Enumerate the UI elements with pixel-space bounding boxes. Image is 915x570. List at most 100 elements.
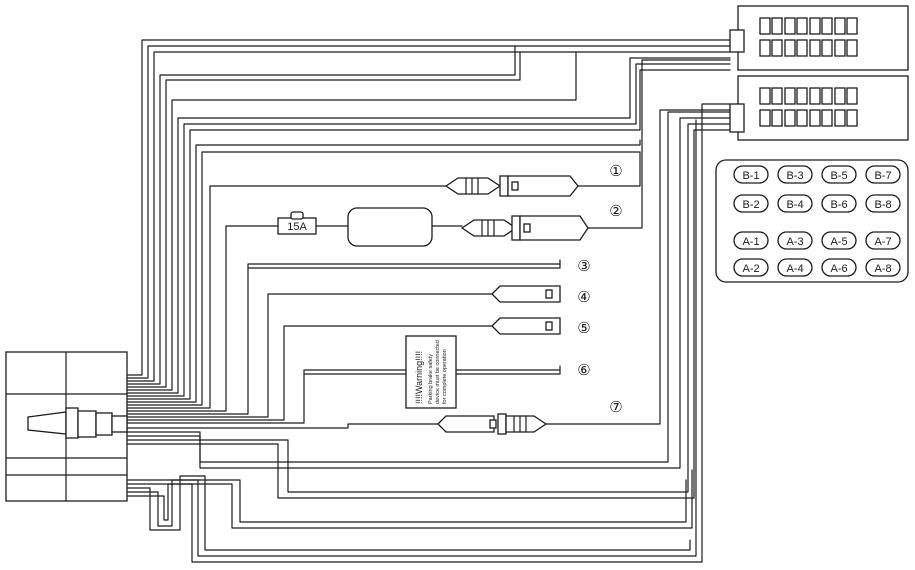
wire <box>127 103 731 563</box>
wire <box>127 119 697 557</box>
wire <box>127 151 641 406</box>
wire <box>127 45 731 379</box>
pin-badge: B-1 <box>733 165 769 184</box>
pin-badge: B-4 <box>777 194 813 213</box>
lead-number-1: ① <box>609 163 622 180</box>
pin-label: B-3 <box>786 170 803 182</box>
pin-label: A-4 <box>786 263 803 275</box>
wire <box>127 369 561 424</box>
pin-label: A-5 <box>830 236 847 248</box>
iso-connector-a <box>729 75 909 141</box>
wire <box>127 293 493 418</box>
pin-badge: A-8 <box>865 258 901 277</box>
iso-connector-b <box>729 5 909 71</box>
wire <box>577 151 641 187</box>
pin-badge: B-7 <box>865 165 901 184</box>
wire <box>127 123 731 493</box>
wire <box>127 117 731 469</box>
spade-terminal <box>491 317 561 335</box>
wire <box>127 111 731 463</box>
wire <box>127 479 687 523</box>
pin-label: A-2 <box>742 263 759 275</box>
lead-number-4: ④ <box>577 289 590 306</box>
pin-badge: B-6 <box>821 194 857 213</box>
warning-label-tag <box>405 335 457 409</box>
wire <box>127 469 693 529</box>
pin-legend: B-1 B-3 B-5 B-7 B-2 B-4 B-6 B-8 A-1 A-3 <box>715 159 909 283</box>
connector-tab <box>729 103 745 133</box>
wire <box>127 51 731 382</box>
wire <box>545 109 731 425</box>
pin-label: B-5 <box>830 170 847 182</box>
connector-pins <box>759 87 858 127</box>
pin-label: A-7 <box>874 236 891 248</box>
bullet-connector <box>437 413 548 435</box>
fuse-rating: 15A <box>287 221 307 233</box>
wire <box>127 475 691 551</box>
fuse-case <box>347 207 433 247</box>
lead-number-3: ③ <box>577 258 590 275</box>
pin-badge: A-1 <box>733 231 769 250</box>
connector-pins <box>759 17 858 57</box>
lead-number-5: ⑤ <box>577 320 590 337</box>
warning-label: !!!!Warning!!!! Parking brake safety dev… <box>405 335 457 409</box>
connector-latch <box>111 415 128 433</box>
lead-number-6: ⑥ <box>577 362 590 379</box>
warning-title: !!!!Warning!!!! <box>414 351 424 404</box>
spade-terminal <box>491 285 561 303</box>
pin-label: A-3 <box>786 236 803 248</box>
wire <box>127 45 516 385</box>
wire <box>127 39 731 376</box>
wire-group <box>127 39 731 563</box>
pin-badge: A-3 <box>777 231 813 250</box>
bullet-connector <box>460 215 589 241</box>
main-harness-connector <box>5 351 128 502</box>
wire <box>587 59 731 229</box>
pin-badge: B-2 <box>733 194 769 213</box>
pin-label: B-2 <box>742 199 759 211</box>
pin-badge: A-5 <box>821 231 857 250</box>
warning-line: for complete operation <box>442 349 448 404</box>
wire <box>127 139 641 403</box>
connector-latch <box>77 410 97 438</box>
warning-line: device must be connected <box>435 340 441 404</box>
wire <box>127 129 731 499</box>
connector-latch <box>65 407 79 439</box>
wire <box>127 423 439 429</box>
lead-number-2: ② <box>609 203 622 220</box>
pin-legend-frame <box>715 159 909 283</box>
pin-badge: A-7 <box>865 231 901 250</box>
pin-badge: B-3 <box>777 165 813 184</box>
wire <box>127 69 731 400</box>
fuse-holder: 15A <box>277 207 433 247</box>
connector-tab <box>729 29 745 53</box>
pin-label: B-4 <box>786 199 803 211</box>
connector-latch <box>95 412 113 436</box>
wire <box>127 225 279 412</box>
pin-label: B-7 <box>874 170 891 182</box>
pin-badge: A-6 <box>821 258 857 277</box>
pin-badge: A-2 <box>733 258 769 277</box>
pin-label: B-8 <box>874 199 891 211</box>
connector-housing <box>737 5 909 71</box>
wire <box>127 57 731 394</box>
wire <box>127 63 731 397</box>
pin-badge: B-8 <box>865 194 901 213</box>
wire <box>127 263 561 415</box>
bullet-connector <box>444 175 579 197</box>
pin-label: B-6 <box>830 199 847 211</box>
pin-badge: A-4 <box>777 258 813 277</box>
warning-line: Parking brake safety <box>428 354 434 404</box>
pin-label: A-8 <box>874 263 891 275</box>
lead-number-7: ⑦ <box>609 399 622 416</box>
wire <box>127 51 521 388</box>
pin-label: A-6 <box>830 263 847 275</box>
pin-label: A-1 <box>742 236 759 248</box>
pin-label: B-1 <box>742 170 759 182</box>
wire <box>127 325 493 421</box>
wire <box>127 51 577 391</box>
pin-badge: B-5 <box>821 165 857 184</box>
connector-housing <box>737 75 909 141</box>
wire <box>127 185 447 409</box>
